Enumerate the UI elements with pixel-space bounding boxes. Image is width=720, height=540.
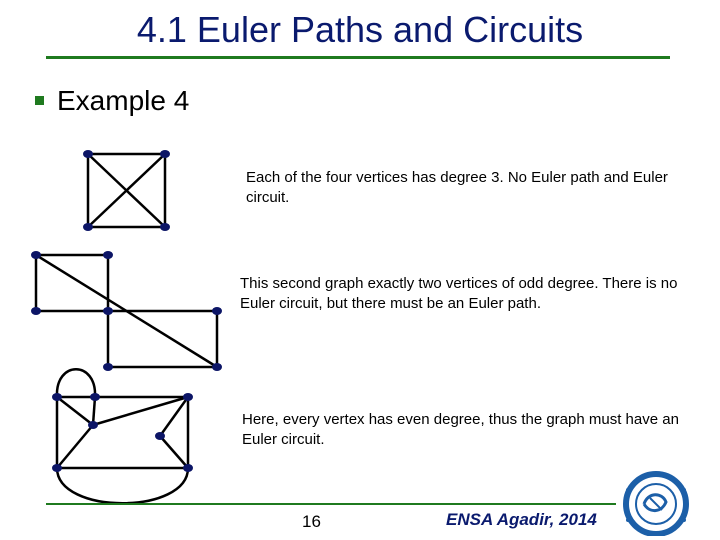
graph-2-vertex bbox=[31, 251, 41, 259]
graph-2-vertex bbox=[103, 307, 113, 315]
graph-2-vertex bbox=[212, 307, 222, 315]
graph-2-edge bbox=[35, 253, 218, 369]
example-3-description: Here, every vertex has even degree, thus… bbox=[242, 411, 679, 448]
graph-3-vertex bbox=[90, 393, 100, 401]
graph-3-vertex bbox=[155, 432, 165, 440]
graph-3-vertex bbox=[52, 464, 62, 472]
example-1-description: Each of the four vertices has degree 3. … bbox=[246, 169, 668, 206]
graph-2-vertex bbox=[31, 307, 41, 315]
page-number: 16 bbox=[302, 512, 321, 531]
graph-3-vertex bbox=[183, 464, 193, 472]
example-heading: Example 4 bbox=[57, 85, 190, 116]
university-seal-icon bbox=[623, 471, 689, 536]
graph-1-vertex bbox=[160, 223, 170, 231]
graph-3-edge bbox=[159, 435, 189, 469]
slide-title: 4.1 Euler Paths and Circuits bbox=[136, 9, 584, 50]
graph-3-edge bbox=[92, 395, 189, 427]
graph-3-edge bbox=[55, 368, 97, 398]
example-2-description: This second graph exactly two vertices o… bbox=[240, 275, 678, 312]
graph-3-vertex bbox=[88, 421, 98, 429]
graph-1-vertex bbox=[83, 223, 93, 231]
bullet-icon bbox=[35, 96, 44, 105]
footer-institution: ENSA Agadir, 2014 bbox=[446, 510, 597, 529]
graph-1-vertex bbox=[160, 150, 170, 158]
graph-3-edge bbox=[55, 467, 190, 505]
graph-2-vertex bbox=[103, 363, 113, 371]
graph-3-edge bbox=[158, 396, 190, 437]
graph-3-edge bbox=[56, 396, 94, 426]
graph-1-edge bbox=[87, 153, 166, 228]
graph-3-edge bbox=[56, 424, 94, 469]
graph-2-vertex bbox=[103, 251, 113, 259]
footer-rule bbox=[46, 503, 616, 505]
graph-2-vertex bbox=[212, 363, 222, 371]
graph-3-vertex bbox=[183, 393, 193, 401]
title-underline bbox=[46, 56, 670, 59]
graph-3-edge bbox=[91, 396, 97, 426]
graph-1-vertex bbox=[83, 150, 93, 158]
graph-3-vertex bbox=[52, 393, 62, 401]
